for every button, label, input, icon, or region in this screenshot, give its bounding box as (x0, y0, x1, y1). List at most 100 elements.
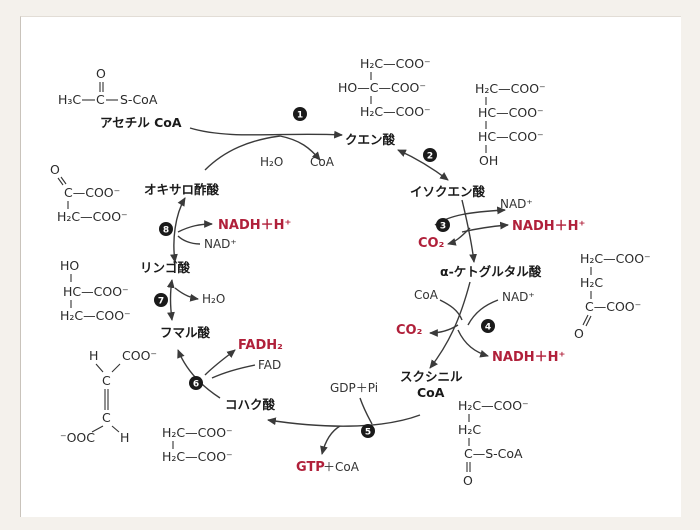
svg-text:4: 4 (485, 323, 491, 333)
cofactor-h2o-step7: H₂O (202, 292, 225, 306)
arrow-1-branch (279, 135, 321, 161)
svg-text:O: O (96, 66, 106, 81)
svg-text:HC—COO⁻: HC—COO⁻ (478, 129, 544, 144)
svg-text:O: O (463, 473, 473, 488)
node-isocitrate: イソクエン酸 (410, 184, 486, 199)
cofactor-coa-step1: CoA (310, 155, 335, 169)
cofactor-nad-step3: NAD⁺ (500, 197, 533, 211)
node-succinyl-coa-line1: スクシニル (400, 369, 463, 384)
arrow-6-fad (211, 364, 256, 379)
structure-succinyl-coa: H₂C—COO⁻ H₂C C—S-CoA O (458, 398, 529, 488)
step-badge-7: 7 (154, 293, 168, 307)
arrow-6-succinate-fumarate (177, 349, 221, 399)
svg-text:C—COO⁻: C—COO⁻ (64, 185, 120, 200)
cofactor-h2o-step1: H₂O (260, 155, 283, 169)
arrow-4-nad (467, 299, 499, 326)
svg-text:H₂C—COO⁻: H₂C—COO⁻ (580, 251, 651, 266)
step-badge-8: 8 (159, 222, 173, 236)
svg-text:2: 2 (427, 152, 433, 162)
svg-text:7: 7 (158, 297, 164, 307)
cofactor-nad-step4: NAD⁺ (502, 290, 535, 304)
svg-text:H: H (120, 430, 129, 445)
svg-text:H₂C—COO⁻: H₂C—COO⁻ (475, 81, 546, 96)
cofactor-co2-step3: CO₂ (418, 236, 444, 251)
diagram-frame (20, 16, 681, 517)
arrow-5-gdp (359, 397, 373, 425)
node-malate: リンゴ酸 (140, 260, 191, 275)
arrow-2-citrate-isocitrate (397, 149, 449, 181)
svg-text:HC—COO⁻: HC—COO⁻ (478, 105, 544, 120)
arrow-4-co2 (429, 324, 459, 337)
svg-text:⁻OOC: ⁻OOC (60, 430, 95, 445)
svg-text:H₂C—COO⁻: H₂C—COO⁻ (458, 398, 529, 413)
svg-text:C: C (102, 410, 111, 425)
cofactor-nadh-step4: NADH＋H⁺ (492, 350, 565, 365)
arrow-4-nadh (457, 329, 489, 358)
structure-fumarate: H COO⁻ C C ⁻OOC H (60, 348, 157, 445)
arrow-7-h2o (174, 287, 199, 302)
svg-text:H₃C: H₃C (58, 92, 81, 107)
svg-text:O: O (50, 162, 60, 177)
arrow-6-fadh2 (204, 349, 236, 376)
svg-text:6: 6 (193, 380, 199, 390)
svg-text:8: 8 (163, 226, 169, 236)
svg-text:S-CoA: S-CoA (120, 92, 158, 107)
step-badge-5: 5 (361, 424, 375, 438)
cofactor-nad-step8: NAD⁺ (204, 237, 237, 251)
svg-text:1: 1 (297, 111, 303, 121)
step-badge-6: 6 (189, 376, 203, 390)
structure-acetyl-coa: O H₃C C S-CoA (58, 66, 158, 107)
svg-text:OH: OH (479, 153, 498, 168)
step-badge-1: 1 (293, 107, 307, 121)
arrow-3-isocitrate-akg (461, 199, 477, 263)
svg-text:3: 3 (440, 222, 446, 232)
cofactor-gtp: GTP (296, 460, 325, 475)
svg-text:H: H (89, 348, 98, 363)
svg-text:H₂C—COO⁻: H₂C—COO⁻ (360, 56, 431, 71)
step-badge-2: 2 (423, 148, 437, 162)
svg-text:H₂C—COO⁻: H₂C—COO⁻ (162, 425, 233, 440)
step-badge-4: 4 (481, 319, 495, 333)
arrow-5-gtp (320, 425, 341, 455)
cofactor-nadh-step3: NADH＋H⁺ (512, 219, 585, 234)
arrow-4-coa (439, 299, 463, 321)
arrow-3-nadh (461, 221, 509, 233)
cofactor-gtp-coa: ＋CoA (323, 460, 360, 474)
svg-text:H₂C: H₂C (458, 422, 481, 437)
node-alpha-ketoglutarate: α-ケトグルタル酸 (440, 264, 542, 279)
cofactor-fadh2: FADH₂ (238, 338, 283, 353)
svg-text:H₂C—COO⁻: H₂C—COO⁻ (57, 209, 128, 224)
node-oxaloacetate: オキサロ酢酸 (144, 182, 220, 197)
svg-text:HC—COO⁻: HC—COO⁻ (63, 284, 129, 299)
svg-text:H₂C—COO⁻: H₂C—COO⁻ (162, 449, 233, 464)
arrow-1-cycle (204, 135, 281, 171)
cofactor-coa-step4: CoA (414, 288, 439, 302)
arrow-7-fumarate-malate (166, 279, 175, 321)
svg-text:H₂C: H₂C (580, 275, 603, 290)
svg-text:C: C (96, 92, 105, 107)
svg-text:COO⁻: COO⁻ (122, 348, 157, 363)
structure-succinate: H₂C—COO⁻ H₂C—COO⁻ (162, 425, 233, 464)
svg-text:HO—C—COO⁻: HO—C—COO⁻ (338, 80, 426, 95)
arrow-8-nad (177, 235, 201, 245)
arrow-4-akg-succoa (429, 281, 471, 369)
svg-text:HO: HO (60, 258, 79, 273)
structure-alpha-ketoglutarate: H₂C—COO⁻ H₂C C—COO⁻ O (574, 251, 651, 341)
cofactor-gdp-pi: GDP＋Pi (330, 381, 378, 395)
arrow-1-acetyl-to-citrate (189, 127, 343, 139)
structure-citrate: H₂C—COO⁻ HO—C—COO⁻ H₂C—COO⁻ (338, 56, 431, 119)
structure-oxaloacetate: O C—COO⁻ H₂C—COO⁻ (50, 162, 128, 224)
cofactor-nadh-step8: NADH＋H⁺ (218, 218, 291, 233)
svg-text:C—COO⁻: C—COO⁻ (585, 299, 641, 314)
arrow-8-malate-oxaloacetate (170, 197, 186, 263)
svg-text:H₂C—COO⁻: H₂C—COO⁻ (360, 104, 431, 119)
svg-text:C: C (102, 373, 111, 388)
svg-text:H₂C—COO⁻: H₂C—COO⁻ (60, 308, 131, 323)
svg-text:5: 5 (365, 428, 371, 438)
structure-malate: HO HC—COO⁻ H₂C—COO⁻ (60, 258, 131, 323)
svg-text:O: O (574, 326, 584, 341)
node-succinate: コハク酸 (225, 397, 276, 412)
node-citrate: クエン酸 (345, 132, 396, 147)
svg-text:C—S-CoA: C—S-CoA (464, 446, 523, 461)
